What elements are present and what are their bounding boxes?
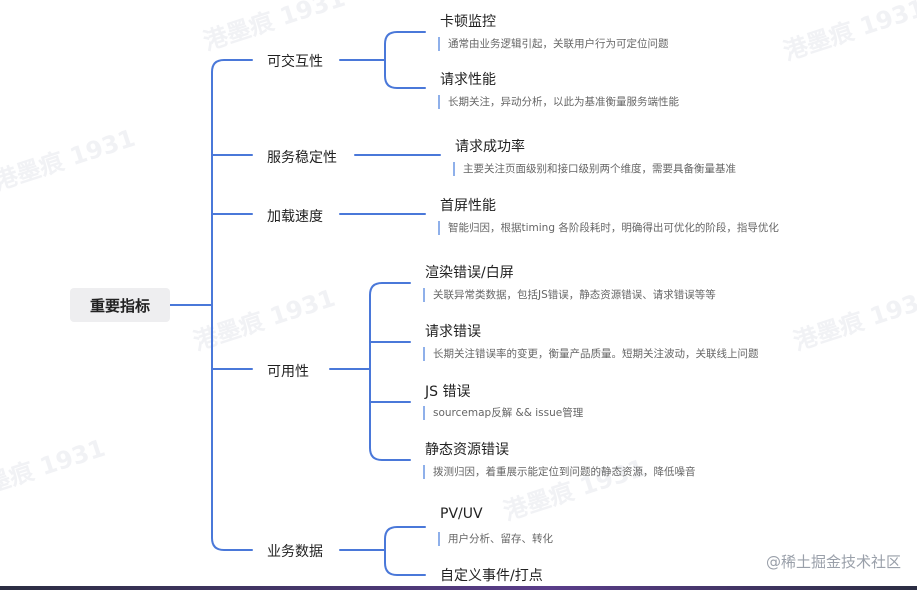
- root-node: 重要指标: [70, 288, 170, 322]
- category-loading-speed: 加载速度: [267, 209, 323, 225]
- leaf-note: sourcemap反解 && issue管理: [423, 406, 583, 420]
- category-availability: 可用性: [267, 364, 309, 380]
- leaf-title: 请求性能: [440, 72, 496, 88]
- leaf-title: 渲染错误/白屏: [425, 265, 514, 281]
- leaf-title: 请求错误: [425, 324, 481, 340]
- leaf-title: 静态资源错误: [425, 442, 509, 458]
- leaf-note: 长期关注，异动分析，以此为基准衡量服务端性能: [438, 95, 679, 109]
- leaf-note: 关联异常类数据，包括JS错误，静态资源错误、请求错误等等: [423, 288, 716, 302]
- leaf-note: 通常由业务逻辑引起，关联用户行为可定位问题: [438, 37, 669, 51]
- leaf-title: 请求成功率: [455, 139, 525, 155]
- source-credit: @稀土掘金技术社区: [765, 553, 901, 571]
- connector-interactive-branch: [384, 31, 426, 89]
- leaf-title: 自定义事件/打点: [440, 568, 543, 584]
- leaf-title: 首屏性能: [440, 198, 496, 214]
- leaf-title: JS 错误: [425, 384, 471, 400]
- connector-availability-branch: [369, 282, 411, 461]
- category-business-data: 业务数据: [267, 544, 323, 560]
- connector-business-branch: [384, 526, 426, 576]
- leaf-note: 拨测归因，着重展示能定位到问题的静态资源，降低噪音: [423, 465, 696, 479]
- leaf-title: PV/UV: [440, 506, 483, 522]
- leaf-note: 主要关注页面级别和接口级别两个维度，需要具备衡量基准: [453, 162, 736, 176]
- category-stability: 服务稳定性: [267, 150, 337, 166]
- bottom-strip: [0, 586, 917, 590]
- category-interactivity: 可交互性: [267, 54, 323, 70]
- connector-trunk: [211, 59, 253, 551]
- leaf-note: 用户分析、留存、转化: [438, 532, 553, 546]
- leaf-title: 卡顿监控: [440, 14, 496, 30]
- leaf-note: 长期关注错误率的变更，衡量产品质量。短期关注波动，关联线上问题: [423, 347, 759, 361]
- leaf-note: 智能归因，根据timing 各阶段耗时，明确得出可优化的阶段，指导优化: [438, 221, 779, 235]
